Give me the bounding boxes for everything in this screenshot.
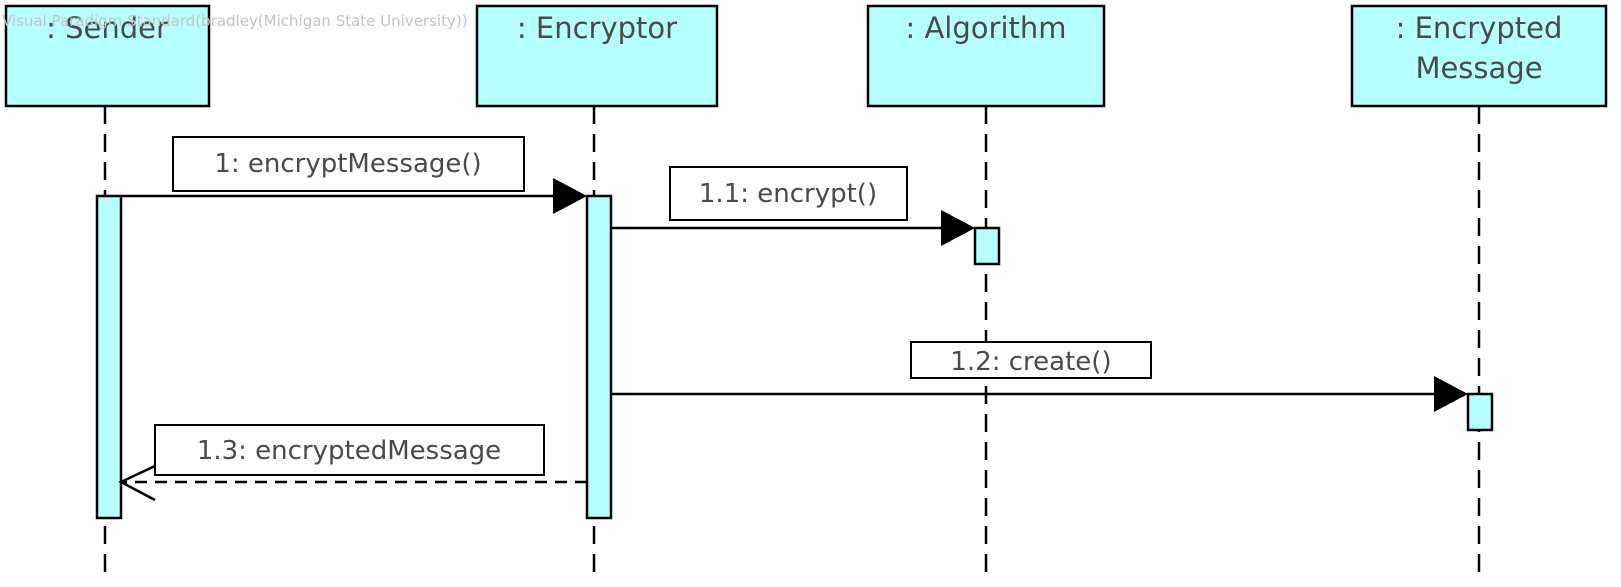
open-arrowhead bbox=[118, 464, 156, 502]
lifeline-header-sender[interactable]: : Sender bbox=[4, 4, 211, 108]
message-1-2[interactable]: 1.2: create() bbox=[611, 341, 1468, 412]
lifeline-header-encrypted-message[interactable]: : Encrypted Message bbox=[1350, 4, 1608, 108]
message-1-1[interactable]: 1.1: encrypt() bbox=[611, 166, 975, 246]
filled-arrowhead bbox=[553, 178, 587, 214]
lifeline-title: : Encrypted bbox=[1396, 11, 1563, 45]
filled-arrowhead bbox=[1434, 376, 1468, 412]
lifeline-header-algorithm[interactable]: : Algorithm bbox=[866, 4, 1106, 108]
message-label-box bbox=[669, 166, 908, 221]
encryptor-activation bbox=[585, 194, 613, 520]
message-label: 1.1: encrypt() bbox=[699, 179, 877, 209]
filled-arrowhead bbox=[941, 210, 975, 246]
lifeline-title-line-2: Message bbox=[1415, 51, 1542, 85]
message-label-box bbox=[154, 424, 545, 476]
message-1[interactable]: 1: encryptMessage() bbox=[121, 136, 587, 214]
lifeline-title: : Encryptor bbox=[517, 11, 677, 45]
message-label: 1.2: create() bbox=[950, 347, 1111, 377]
sender-activation bbox=[95, 194, 123, 520]
watermark-text: Visual Paradigm Standard(bradley(Michiga… bbox=[2, 12, 468, 30]
message-1-3[interactable]: 1.3: encryptedMessage bbox=[118, 424, 587, 502]
lifeline-title: : Sender bbox=[46, 11, 168, 45]
message-label: 1: encryptMessage() bbox=[214, 149, 481, 179]
lifeline-title: : Algorithm bbox=[905, 11, 1066, 45]
algorithm-activation bbox=[973, 226, 1001, 266]
encrypted-message-activation bbox=[1466, 392, 1494, 432]
lifeline-header-encryptor[interactable]: : Encryptor bbox=[475, 4, 719, 108]
message-label-box bbox=[172, 136, 525, 192]
message-label: 1.3: encryptedMessage bbox=[197, 436, 501, 466]
message-label-box bbox=[910, 341, 1152, 379]
